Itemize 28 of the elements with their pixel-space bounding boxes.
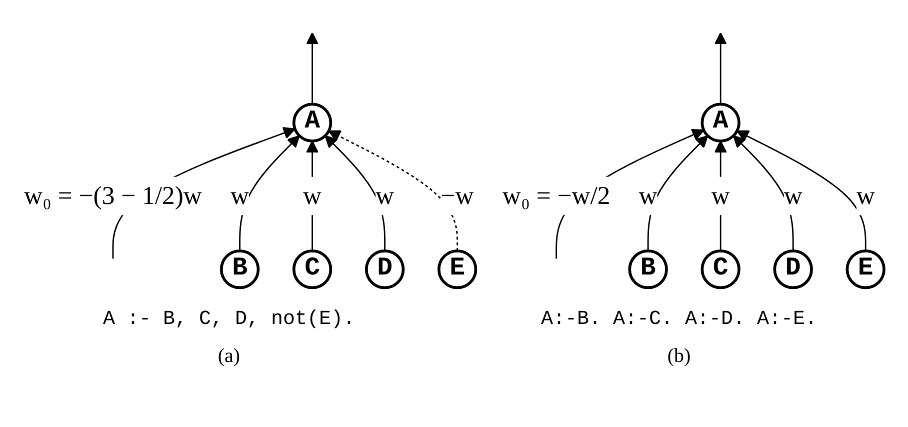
edge-label: w [784,180,802,210]
edge-label: w [230,180,250,210]
edge-label: w [376,180,394,210]
edge-label: −w [440,180,474,210]
node-circle: C [292,249,332,290]
program-text: A :- B, C, D, not(E). [102,308,356,331]
node-circle: C [700,249,740,290]
arrow [306,32,319,104]
arrow [736,130,866,251]
arrow [714,32,727,104]
node-circle: B [220,249,260,290]
panel-caption: (a) [218,345,240,368]
edge-label: w [638,180,658,210]
edge-label: w [303,180,322,210]
edge-label: w [711,180,730,210]
node-circle: E [437,249,478,290]
panel-caption: (b) [667,345,691,368]
node-circle: D [364,249,405,290]
edge-label: w₀ = −w/2 [502,180,610,210]
node-circle: B [628,249,668,290]
node-circle: A [292,102,332,142]
node-circle: A [700,102,740,142]
arrow [328,130,458,251]
node-circle: E [846,249,886,290]
edge-label: w₀ = −(3 − 1/2)w [24,180,202,210]
node-circle: D [773,249,813,290]
program-text: A:-B. A:-C. A:-D. A:-E. [540,308,818,331]
edge-label: w [856,180,875,210]
